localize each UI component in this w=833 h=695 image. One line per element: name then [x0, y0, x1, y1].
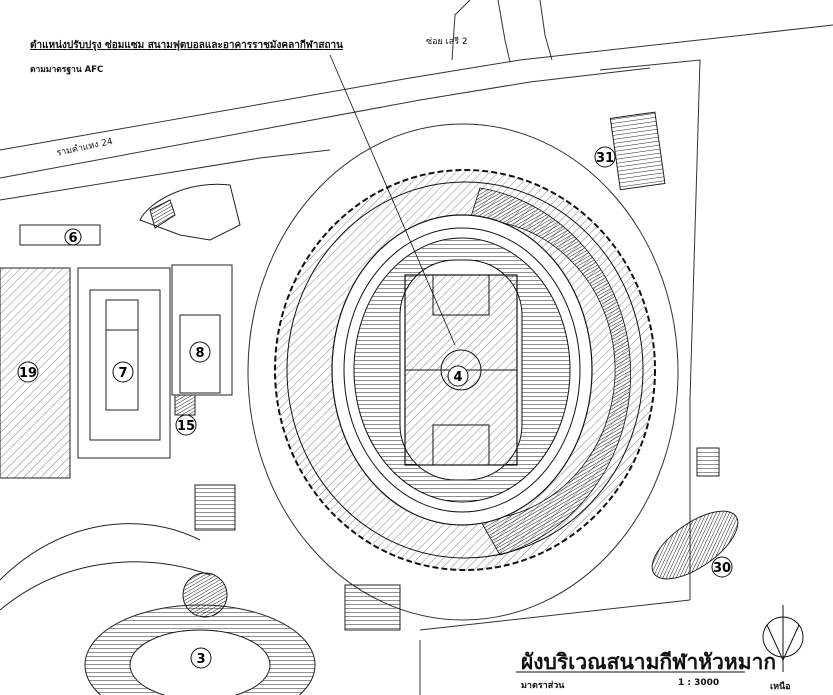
- marker-8: 8: [189, 341, 211, 363]
- stadium-3: [0, 523, 316, 695]
- marker-19-label: 19: [19, 366, 37, 381]
- marker-3-label: 3: [196, 652, 205, 667]
- marker-31-label: 31: [596, 151, 614, 166]
- scale-label: มาตราส่วน: [521, 681, 565, 691]
- annotation-line-2: ตามมาตรฐาน AFC: [30, 65, 104, 75]
- street-label-soi: ซ่อย เสรี 2: [426, 37, 468, 47]
- marker-19: 19: [17, 361, 39, 383]
- annotation-leader: [329, 54, 456, 346]
- marker-6-label: 6: [68, 231, 77, 246]
- marker-30-label: 30: [713, 561, 731, 576]
- marker-15-label: 15: [177, 419, 195, 434]
- marker-30: 30: [711, 556, 733, 578]
- marker-7-label: 7: [118, 366, 127, 381]
- marker-6: 6: [64, 228, 82, 246]
- marker-31: 31: [594, 146, 616, 168]
- right-structures: [609, 111, 739, 580]
- marker-3: 3: [190, 647, 212, 669]
- marker-4-label: 4: [453, 370, 462, 385]
- north-label: เหนือ: [770, 682, 791, 692]
- north-arrow: [762, 605, 804, 672]
- marker-8-label: 8: [195, 346, 204, 361]
- scale-value: 1 : 3000: [678, 678, 720, 688]
- marker-4: 4: [447, 365, 469, 387]
- annotation-line-1: ตำแหน่งปรับปรุง ซ่อมแซม สนามฟุตบอลและอาค…: [30, 40, 343, 51]
- drawing-title: ผังบริเวณสนามกีฬาหัวหมาก: [521, 650, 777, 674]
- marker-7: 7: [112, 361, 134, 383]
- marker-15: 15: [175, 414, 197, 436]
